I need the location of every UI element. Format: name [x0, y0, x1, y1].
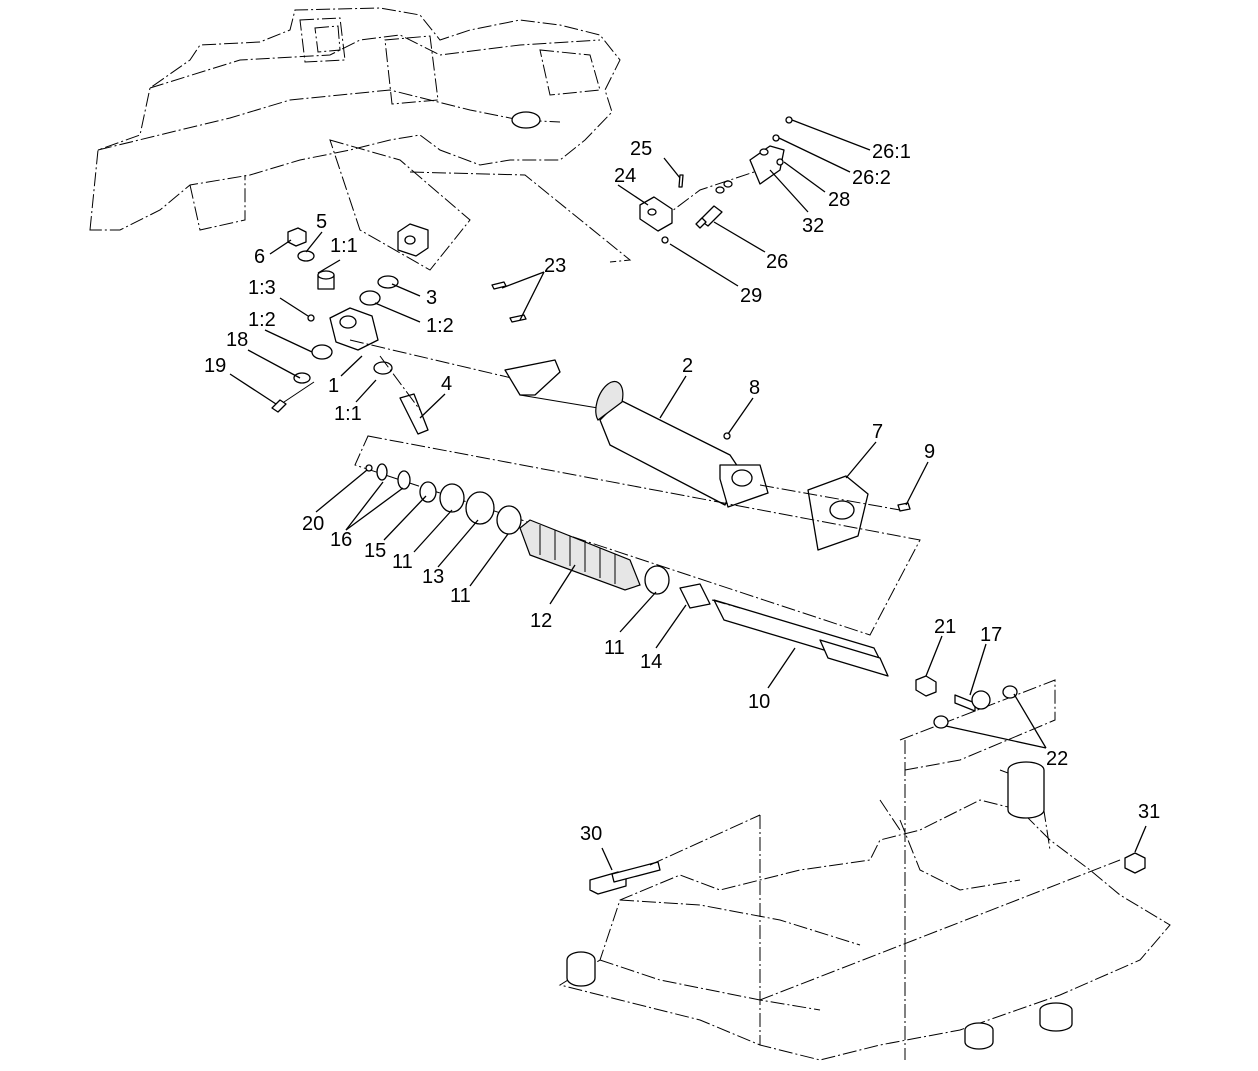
callout-7: 7: [872, 421, 883, 443]
callout-12: 12: [530, 610, 552, 632]
callout-8: 8: [749, 377, 760, 399]
callout-4: 4: [441, 373, 452, 395]
callout-29: 29: [740, 285, 762, 307]
callout-30: 30: [580, 823, 602, 845]
callout-15: 15: [364, 540, 386, 562]
callout-21: 21: [934, 616, 956, 638]
callout-23: 23: [544, 255, 566, 277]
callout-19: 19: [204, 355, 226, 377]
callout-3: 3: [426, 287, 437, 309]
callout-1-1-lower: 1:1: [334, 403, 362, 425]
callout-1-2-left: 1:2: [248, 309, 276, 331]
lower-frame: [558, 740, 1171, 1061]
callout-20: 20: [302, 513, 324, 535]
callout-10: 10: [748, 691, 770, 713]
callout-17: 17: [980, 624, 1002, 646]
rear-hardware: [899, 679, 1056, 771]
leader-lines: [229, 119, 1147, 871]
cylinder-assembly: [504, 359, 911, 551]
linkage-assembly: [409, 116, 793, 263]
callout-26-1: 26:1: [872, 141, 911, 163]
pivot-assembly: [271, 227, 527, 435]
callout-25: 25: [630, 138, 652, 160]
callout-11a: 11: [392, 551, 413, 573]
callout-16: 16: [330, 529, 352, 551]
callout-22: 22: [1046, 748, 1068, 770]
callout-13: 13: [422, 566, 444, 588]
callout-18: 18: [226, 329, 248, 351]
callout-1-2-right: 1:2: [426, 315, 454, 337]
callout-1-3: 1:3: [248, 277, 276, 299]
callout-2: 2: [682, 355, 693, 377]
callout-9: 9: [924, 441, 935, 463]
callout-26: 26: [766, 251, 788, 273]
callout-31: 31: [1138, 801, 1160, 823]
callout-28: 28: [828, 189, 850, 211]
callout-1: 1: [328, 375, 339, 397]
callout-5: 5: [316, 211, 327, 233]
callout-24: 24: [614, 165, 636, 187]
callout-11c: 11: [604, 637, 625, 659]
upper-frame: [89, 7, 621, 271]
callout-32: 32: [802, 215, 824, 237]
callout-1-1-upper: 1:1: [330, 235, 358, 257]
spring-assembly: [354, 435, 937, 697]
callout-labels: 1 1:1 1:1 1:2 1:2 1:3 2 3 4 5 6 7 8 9 10…: [204, 138, 1160, 845]
callout-6: 6: [254, 246, 265, 268]
callout-14: 14: [640, 651, 662, 673]
callout-26-2: 26:2: [852, 167, 891, 189]
callout-11b: 11: [450, 585, 471, 607]
